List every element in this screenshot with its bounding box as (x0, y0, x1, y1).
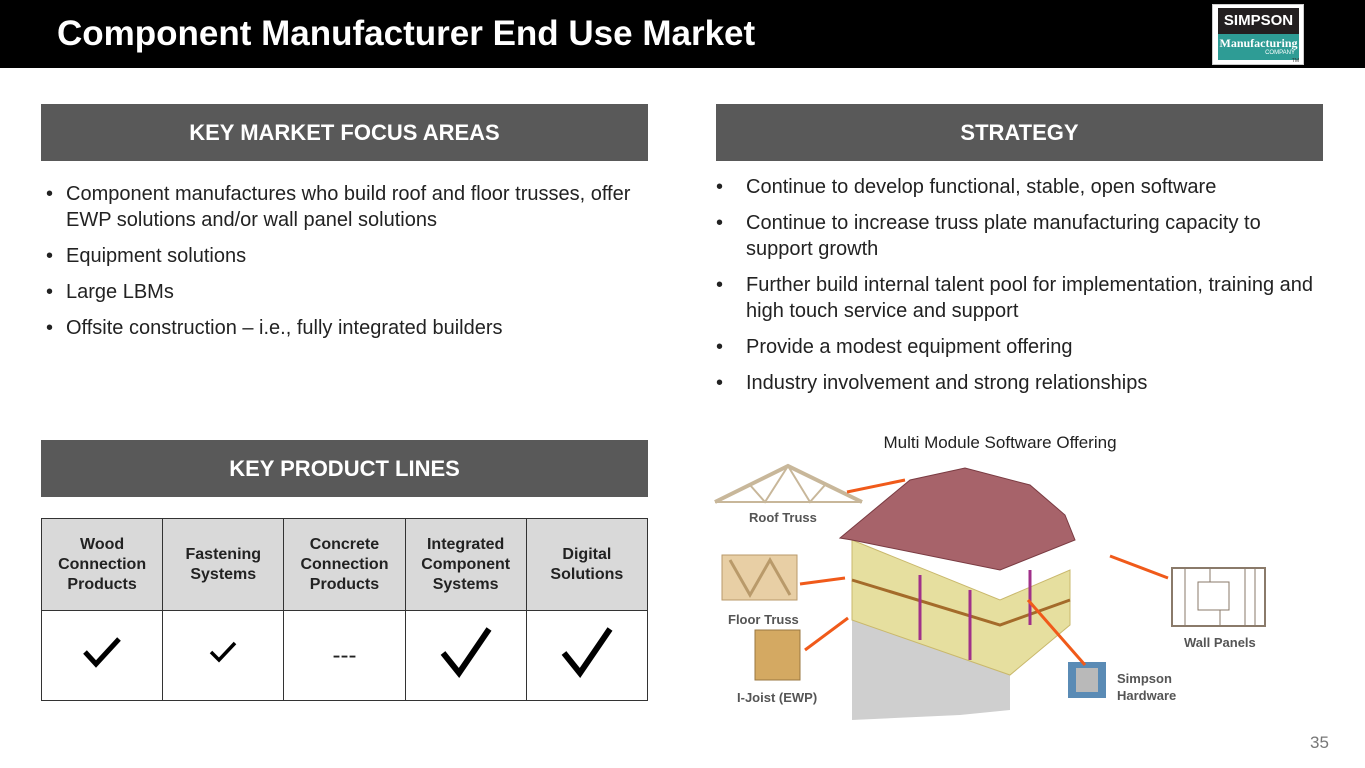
focus-item: Equipment solutions (46, 243, 646, 269)
page-number: 35 (1310, 733, 1329, 752)
cell: --- (283, 610, 406, 701)
label-floor-truss: Floor Truss (728, 612, 799, 627)
product-lines-table: Wood Connection Products Fastening Syste… (40, 518, 649, 701)
checkmark-icon (83, 637, 121, 668)
page-title: Component Manufacturer End Use Market (57, 14, 756, 53)
arrow-icon (799, 576, 846, 586)
strategy-item: Provide a modest equipment offering (716, 334, 1316, 360)
arrow-icon (1109, 554, 1169, 580)
column-header: Integrated Component Systems (404, 518, 527, 611)
strategy-item: Continue to develop functional, stable, … (716, 174, 1316, 200)
arrow-icon (804, 616, 849, 652)
label-roof-truss: Roof Truss (749, 510, 817, 525)
table-row: --- (40, 610, 649, 701)
logo-simpson: SIMPSON (1218, 8, 1299, 34)
products-heading: KEY PRODUCT LINES (41, 440, 648, 497)
cell (40, 610, 164, 701)
column-header: Digital Solutions (525, 518, 649, 611)
i-joist-image (754, 629, 801, 681)
strategy-list: Continue to develop functional, stable, … (716, 174, 1316, 406)
column-header: Fastening Systems (162, 518, 285, 611)
logo-bottom: Manufacturing COMPANY (1218, 34, 1299, 60)
strategy-heading: STRATEGY (716, 104, 1323, 161)
column-header: Wood Connection Products (40, 518, 164, 611)
logo-manufacturing: Manufacturing (1219, 36, 1298, 50)
label-hardware-2: Hardware (1117, 688, 1177, 703)
checkmark-icon (561, 627, 613, 679)
strategy-item: Industry involvement and strong relation… (716, 370, 1316, 396)
cell (404, 610, 527, 701)
focus-item: Large LBMs (46, 279, 646, 305)
wall-panel-image (1171, 567, 1266, 627)
label-wall-panels: Wall Panels (1184, 635, 1256, 650)
simpson-logo: SIMPSON Manufacturing COMPANY TM (1212, 4, 1304, 65)
table-header-row: Wood Connection Products Fastening Syste… (40, 518, 649, 611)
cell (525, 610, 649, 701)
logo-company: COMPANY (1265, 50, 1295, 56)
hardware-image (1068, 662, 1106, 698)
strategy-item: Continue to increase truss plate manufac… (716, 210, 1316, 262)
focus-item: Offsite construction – i.e., fully integ… (46, 315, 646, 341)
house-model (838, 467, 1076, 720)
focus-item: Component manufactures who build roof an… (46, 181, 646, 233)
strategy-item: Further build internal talent pool for i… (716, 272, 1316, 324)
label-hardware-1: Simpson (1117, 671, 1172, 686)
focus-list: Component manufactures who build roof an… (46, 181, 646, 351)
roof-truss-image (714, 463, 863, 504)
arrow-icon (1026, 599, 1087, 666)
callout-arrows (799, 478, 1169, 666)
logo-tm: TM (1291, 58, 1299, 64)
floor-truss-image (721, 554, 798, 601)
diagram-caption: Multi Module Software Offering (883, 433, 1117, 452)
house-framing-diagram (714, 463, 1266, 720)
column-header: Concrete Connection Products (283, 518, 406, 611)
cell (162, 610, 285, 701)
arrow-icon (846, 478, 906, 494)
focus-heading: KEY MARKET FOCUS AREAS (41, 104, 648, 161)
checkmark-icon (210, 641, 237, 663)
title-bar: Component Manufacturer End Use Market SI… (0, 0, 1365, 68)
label-i-joist: I-Joist (EWP) (737, 690, 818, 705)
checkmark-icon (440, 627, 492, 679)
